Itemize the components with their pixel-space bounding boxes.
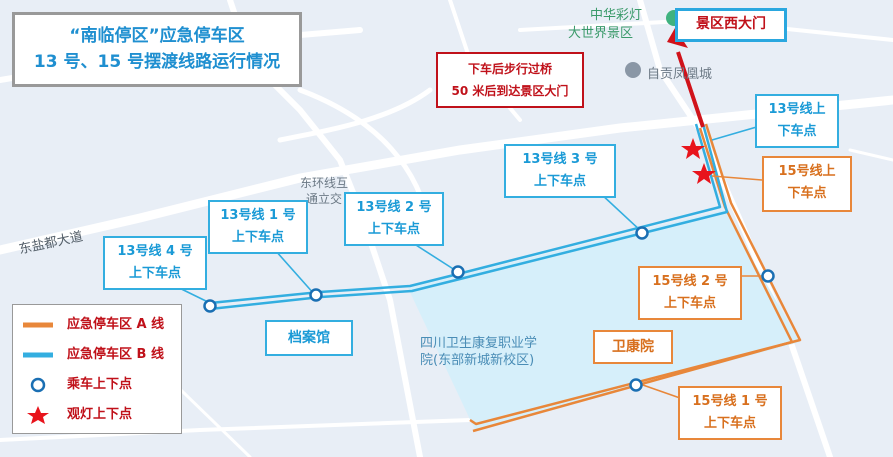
legend-stop-label: 乘车上下点 [67,377,133,392]
legend-line-b-label: 应急停车区 B 线 [67,347,164,362]
stop-b2-callout: 13号线 2 号 上下车点 [344,192,444,246]
legend: 应急停车区 A 线 应急停车区 B 线 乘车上下点 观灯上下点 [12,304,182,434]
title-line-1: “南临停区”应急停车区 [69,26,245,46]
walk-note-line-2: 50 米后到达景区大门 [451,84,569,98]
stop-markers [203,226,775,392]
school-area [408,210,800,430]
stop-b1-callout: 13号线 1 号 上下车点 [208,200,308,254]
archive-label: 档案馆 [265,320,353,356]
callout-line-1: 13号线上 [768,102,826,117]
callout-line-1: 13号线 4 号 [117,244,193,259]
stop-b3 [635,226,649,240]
viewing-stars [681,138,716,184]
title-line-2: 13 号、15 号摆渡线路运行情况 [33,52,281,72]
callout-line-1: 15号线上 [778,164,836,179]
star-icon [681,138,705,159]
stop-b4 [203,299,217,313]
stop-ring-icon [30,377,46,393]
legend-line-b-swatch [23,352,53,358]
park-label-2: 大世界景区 [568,26,634,41]
walk-note-line-1: 下车后步行过桥 [467,62,552,76]
callout-line-2: 上下车点 [231,230,284,245]
stop-b1 [309,288,323,302]
callout-line-1: 15号线 1 号 [692,394,768,409]
legend-viewing-label: 观灯上下点 [67,407,133,422]
star-icon [692,163,716,184]
stop-a1-callout: 15号线 1 号 上下车点 [678,386,782,440]
gate-label: 景区西大门 [675,8,787,42]
stop-b-top-callout: 13号线上 下车点 [755,94,839,148]
interchange-label-1: 东环线互 [300,176,349,190]
star-icon [27,406,49,424]
school-label-1: 四川卫生康复职业学 [420,336,538,351]
clinic-label: 卫康院 [593,330,673,364]
callout-line-1: 13号线 1 号 [220,208,296,223]
callout-line-1: 13号线 2 号 [356,200,432,215]
callout-line-1: 13号线 3 号 [522,152,598,167]
stop-a1 [629,378,643,392]
stop-a2-callout: 15号线 2 号 上下车点 [638,266,742,320]
walk-note: 下车后步行过桥 50 米后到达景区大门 [436,52,584,108]
callout-line-2: 上下车点 [128,266,181,281]
interchange-label-2: 通立交 [306,192,343,206]
stop-a-top-callout: 15号线上 下车点 [762,156,852,212]
stop-b2 [451,265,465,279]
callout-line-2: 上下车点 [663,296,716,311]
callout-line-2: 上下车点 [703,416,756,431]
callout-line-2: 下车点 [787,186,827,201]
city-icon [625,62,641,78]
school-label-2: 院(东部新城新校区) [420,353,535,368]
callout-line-1: 15号线 2 号 [652,274,728,289]
stop-b3-callout: 13号线 3 号 上下车点 [504,144,616,198]
city-label: 自贡凤凰城 [647,67,713,82]
callout-line-2: 上下车点 [367,222,420,237]
line-b-route [209,123,729,311]
legend-line-a-swatch [23,322,53,328]
callout-line-2: 上下车点 [533,174,586,189]
legend-line-a-label: 应急停车区 A 线 [67,317,165,332]
page-title: “南临停区”应急停车区 13 号、15 号摆渡线路运行情况 [12,12,302,87]
park-label-1: 中华彩灯 [590,8,643,23]
stop-b4-callout: 13号线 4 号 上下车点 [103,236,207,290]
stop-a2 [761,269,775,283]
callout-line-2: 下车点 [777,124,817,139]
